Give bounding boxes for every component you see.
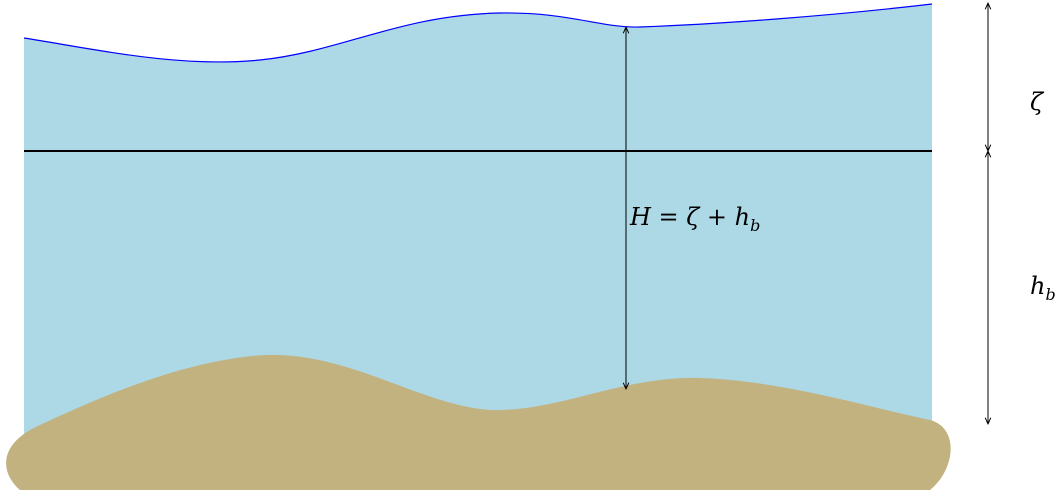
zeta-label: ζ — [1030, 88, 1045, 116]
water-body — [24, 4, 932, 440]
seabed — [6, 354, 951, 490]
total-depth-label-subscript: b — [750, 216, 760, 235]
total-depth-label: H = ζ + hb — [629, 203, 760, 235]
free-surface-line — [23, 3, 933, 63]
hb-label: hb — [1030, 272, 1056, 304]
hb-label-subscript: b — [1045, 285, 1055, 304]
